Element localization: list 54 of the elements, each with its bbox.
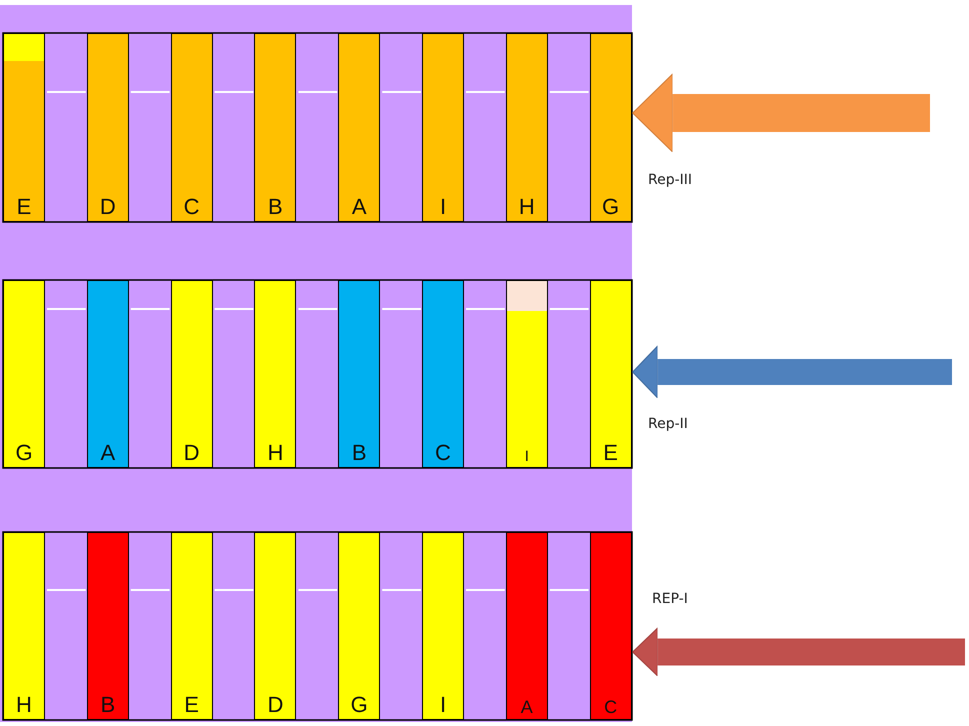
column-bar: [170, 532, 213, 720]
row-label: Rep-II: [648, 416, 688, 432]
column-letter: B: [352, 442, 367, 467]
column-letter: C: [435, 442, 451, 467]
column-bar: [86, 33, 129, 222]
block-arrow: [632, 346, 952, 398]
column-letter: C: [184, 196, 200, 221]
column-bar: [506, 280, 548, 468]
row-label: REP-I: [652, 591, 688, 607]
column-letter: E: [16, 196, 32, 221]
column-bar: [3, 33, 45, 222]
column-letter: C: [604, 698, 618, 719]
column-letter: E: [184, 694, 199, 719]
column-letter: I: [440, 196, 446, 221]
column-letter: G: [350, 694, 368, 719]
column-bar: [506, 532, 548, 720]
block-arrow: [632, 74, 930, 152]
column-bar: [338, 33, 380, 222]
row-label: Rep-III: [648, 172, 692, 188]
column-bar: [338, 280, 380, 468]
column-letter: I: [524, 449, 529, 467]
column-letter: G: [15, 442, 33, 467]
column-letter: H: [518, 196, 535, 221]
column-bar: [590, 532, 632, 720]
block-arrow: [632, 628, 965, 676]
column-letter: A: [520, 698, 533, 719]
column-letter: E: [603, 442, 618, 467]
column-bar: [86, 532, 129, 720]
column-bar: [506, 33, 548, 222]
column-letter: D: [267, 694, 284, 719]
column-bar: [170, 33, 213, 222]
column-bar: [170, 280, 213, 468]
column-bar: [590, 33, 632, 222]
column-bar: [254, 33, 296, 222]
column-bar: [3, 280, 45, 468]
column-letter: G: [602, 196, 620, 221]
column-bar: [422, 33, 464, 222]
column-letter: A: [352, 196, 367, 221]
column-letter: A: [100, 442, 116, 467]
column-bar: [254, 532, 296, 720]
column-letter: H: [16, 694, 32, 719]
column-bar: [254, 280, 296, 468]
column-bar: [422, 532, 464, 720]
column-letter: B: [268, 196, 283, 221]
column-letter: D: [184, 442, 200, 467]
column-letter: H: [267, 442, 284, 467]
column-letter: I: [440, 694, 446, 719]
column-bar: [590, 280, 632, 468]
column-bar: [338, 532, 380, 720]
column-bar: [86, 280, 129, 468]
column-letter: B: [100, 694, 116, 719]
column-bar: [3, 532, 45, 720]
column-letter: D: [100, 196, 116, 221]
column-bar: [422, 280, 464, 468]
